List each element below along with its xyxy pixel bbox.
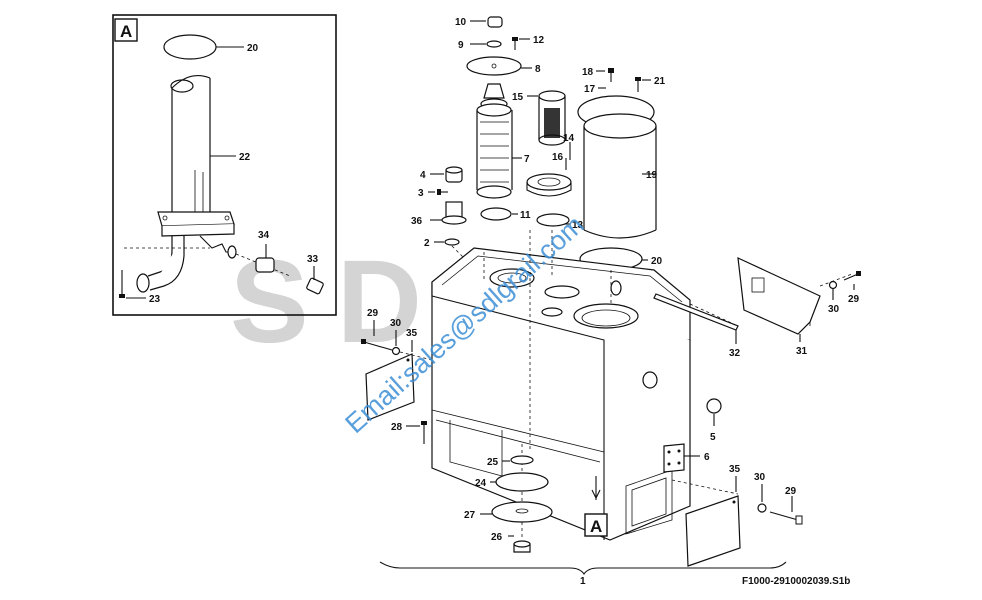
- side-cover-35-left: [365, 353, 415, 421]
- callout-7: 7: [524, 154, 530, 165]
- callout-23: 23: [149, 294, 161, 305]
- hydraulic-tank-body: A: [431, 230, 691, 541]
- callout-3: 3: [418, 188, 424, 199]
- drain-assembly: 25 24 27 26: [464, 444, 553, 553]
- side-cover-35-right: [685, 495, 741, 567]
- detail-label-box: [114, 18, 138, 42]
- return-filter-assembly: 15 14 16 13: [512, 90, 584, 231]
- callout-33: 33: [307, 254, 319, 265]
- callout-20-detail: 20: [247, 43, 259, 54]
- drain-valve-34: [255, 257, 275, 273]
- callout-1: 1: [580, 576, 586, 587]
- callout-5: 5: [710, 432, 716, 443]
- callout-12: 12: [533, 35, 545, 46]
- detail-view-a: A 20 22 23 34 3: [112, 14, 337, 316]
- callout-11: 11: [520, 210, 531, 221]
- callout-14: 14: [563, 133, 575, 144]
- callout-13: 13: [572, 220, 584, 231]
- filler-cap-10: [487, 16, 503, 28]
- callout-17: 17: [584, 84, 596, 95]
- callout-19: 19: [646, 170, 658, 181]
- drain-plate-27: [491, 501, 553, 523]
- callout-29-top: 29: [848, 294, 860, 305]
- left-cover-assembly: 35 29 30: [361, 308, 433, 421]
- cover-plate-8: [466, 56, 522, 76]
- callout-28: 28: [391, 422, 403, 433]
- seal-9: [486, 40, 502, 48]
- callout-30-top: 30: [828, 304, 840, 315]
- callout-34: 34: [258, 230, 270, 241]
- assembly-brace: 1: [379, 561, 787, 587]
- bolt-28: 28: [391, 421, 427, 444]
- suction-pipe-22: [171, 78, 211, 222]
- fitting-5: 5: [706, 398, 722, 443]
- callout-10: 10: [455, 17, 467, 28]
- detail-frame: [112, 14, 337, 316]
- tank-opening-main: [573, 303, 639, 329]
- cover-plate-6: 6: [663, 443, 710, 473]
- right-cover-assembly: 35 30 29: [671, 464, 803, 567]
- callout-35-right: 35: [729, 464, 741, 475]
- callout-26: 26: [491, 532, 503, 543]
- callout-29-right: 29: [785, 486, 797, 497]
- fitting-33: [306, 277, 324, 295]
- callout-22: 22: [239, 152, 251, 163]
- callout-18: 18: [582, 67, 594, 78]
- callout-4: 4: [420, 170, 426, 181]
- view-marker: A: [590, 517, 602, 536]
- tank-opening-1: [489, 268, 535, 288]
- callout-24: 24: [475, 478, 487, 489]
- callout-21: 21: [654, 76, 666, 87]
- filler-assembly: 10 9 12 8 7 11: [455, 16, 545, 221]
- pipe-flange: [157, 211, 235, 227]
- view-marker-box: [584, 513, 608, 537]
- callout-36: 36: [411, 216, 423, 227]
- o-ring-11: [480, 207, 512, 221]
- callout-8: 8: [535, 64, 541, 75]
- drawing-reference-code: F1000-2910002039.S1b: [742, 576, 850, 587]
- callout-25: 25: [487, 457, 499, 468]
- filter-base-13: [526, 173, 572, 191]
- callout-2: 2: [424, 238, 430, 249]
- callout-29-left: 29: [367, 308, 379, 319]
- callout-16: 16: [552, 152, 564, 163]
- callout-32: 32: [729, 348, 741, 359]
- filter-element-7: [476, 185, 512, 199]
- detail-label: A: [120, 22, 132, 41]
- breather-assembly: 4 3 36 2: [411, 166, 487, 277]
- gasket-20-detail: [163, 34, 217, 60]
- filter-housing-19: [583, 229, 657, 239]
- callout-15: 15: [512, 92, 524, 103]
- shield-assembly: 31 32 30 29: [653, 257, 861, 359]
- callout-31: 31: [796, 346, 808, 357]
- washer-2: [444, 238, 460, 246]
- callout-20: 20: [651, 256, 663, 267]
- gasket-24: [495, 472, 549, 492]
- return-filter-15: [538, 96, 566, 140]
- callout-9: 9: [458, 40, 464, 51]
- callout-30-right: 30: [754, 472, 766, 483]
- heat-shield-31: [737, 257, 821, 335]
- callout-6: 6: [704, 452, 710, 463]
- callout-35-left: 35: [406, 328, 418, 339]
- seal-25: [510, 455, 534, 465]
- callout-30-left: 30: [390, 318, 402, 329]
- callout-27: 27: [464, 510, 476, 521]
